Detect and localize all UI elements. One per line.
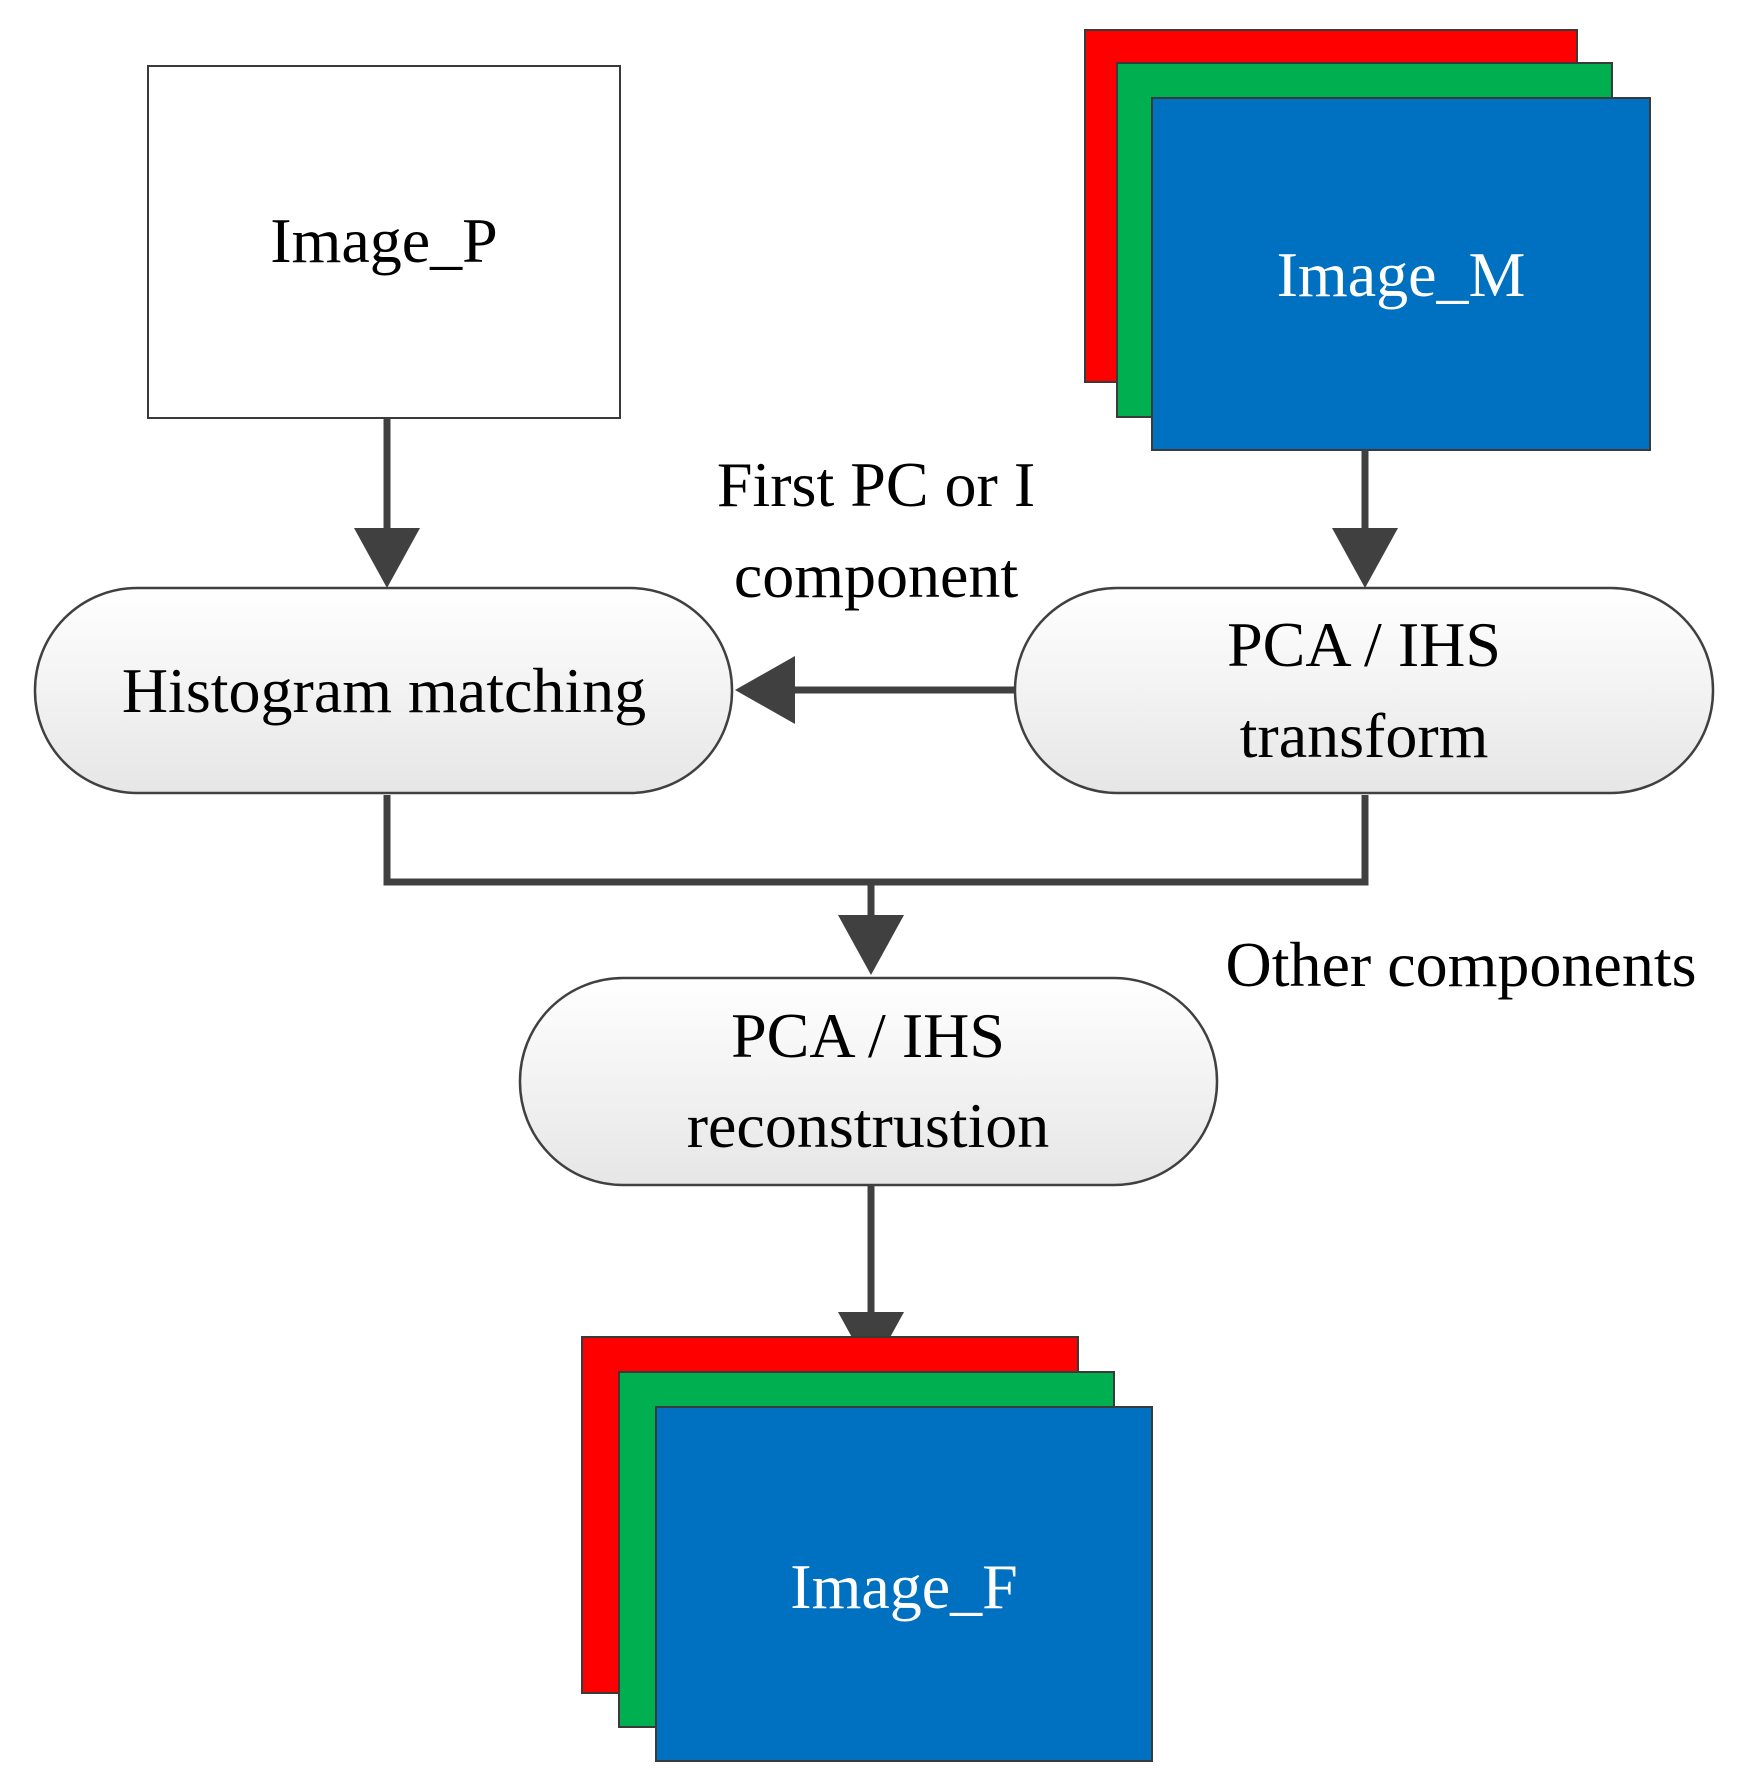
image-p-label: Image_P <box>270 205 498 276</box>
other-components-label: Other components <box>1226 929 1697 1000</box>
image-p-node: Image_P <box>147 65 621 419</box>
arrowhead-down-histogram <box>354 528 420 588</box>
reconstruction-node: PCA / IHS reconstrustion <box>518 976 1219 1187</box>
histogram-matching-shape <box>33 586 734 795</box>
reconstruction-shape <box>518 976 1219 1187</box>
reconstruction-label-line2: reconstrustion <box>687 1090 1050 1161</box>
first-pc-label-line1: First PC or I <box>717 449 1035 520</box>
histogram-matching-label: Histogram matching <box>122 655 646 726</box>
image-m-label: Image_M <box>1277 239 1526 310</box>
transform-label-line2: transform <box>1240 700 1489 771</box>
image-m-blue-band <box>1151 97 1651 451</box>
image-f-label: Image_F <box>790 1551 1018 1622</box>
image-f-blue-band <box>655 1406 1153 1762</box>
arrowhead-left-histogram <box>735 656 795 724</box>
arrowhead-down-transform <box>1332 528 1398 588</box>
transform-node: PCA / IHS transform <box>1013 586 1715 795</box>
connector-merge <box>383 795 1369 886</box>
arrowhead-down-reconstruction <box>838 915 904 975</box>
transform-shape <box>1013 586 1715 795</box>
first-pc-label-line2: component <box>734 540 1019 611</box>
transform-label-line1: PCA / IHS <box>1227 609 1501 680</box>
first-pc-edge-label: First PC or I component <box>717 449 1035 611</box>
image-p-box <box>147 65 621 419</box>
histogram-matching-node: Histogram matching <box>33 586 734 795</box>
reconstruction-label-line1: PCA / IHS <box>731 1000 1005 1071</box>
image-m-node: Image_M <box>1084 29 1651 451</box>
connectors <box>383 418 1369 1325</box>
image-f-node: Image_F <box>581 1336 1153 1762</box>
